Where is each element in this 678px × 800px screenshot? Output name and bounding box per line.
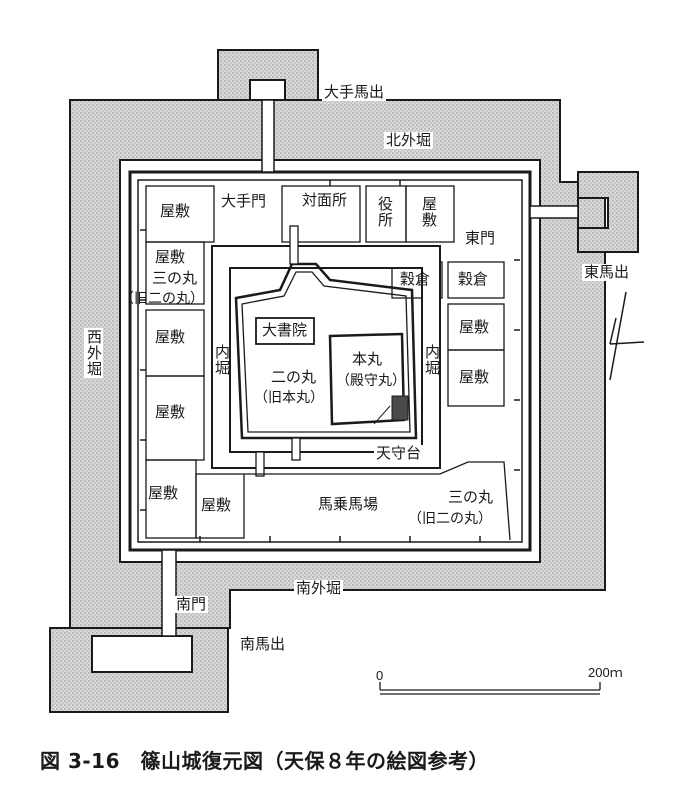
east-umadashi-label: 東馬出 [582,263,632,281]
inner-moat-west-label: 内堀 [213,344,231,376]
yashiki-e2-label: 屋敷 [459,368,490,386]
kokugura-2-label: 穀倉 [458,270,489,288]
east-umadashi [577,171,639,253]
south-moat-label: 南外堀 [294,579,344,597]
sannomaru-east-label: 三の丸 [448,488,494,506]
south-gate-label: 南門 [174,595,209,613]
yashiki-sw-label: 屋敷 [148,484,179,502]
kokugura-1-label: 穀倉 [400,270,431,288]
east-gate-label: 東門 [463,229,498,247]
ninomaru-sub-label: （旧本丸） [254,390,324,406]
south-umadashi-label: 南馬出 [238,635,288,653]
honmaru-sub-label: （殿守丸） [336,373,406,389]
taimensho-label: 対面所 [302,191,348,209]
north-umadashi [217,49,319,101]
figure-caption: 図 3-16 篠山城復元図（天保８年の絵図参考） [40,749,490,773]
bajo-baba-label: 馬乗馬場 [318,495,379,513]
yakusho-label: 役所 [376,196,394,228]
tenshudai-label: 天守台 [374,444,424,462]
yashiki-w2-label: 屋敷 [155,328,186,346]
inner-moat-east-label: 内堀 [423,344,441,376]
sannomaru-west-sub-label: （旧二の丸） [120,291,204,307]
wall-markers [140,180,520,542]
yashiki-w1-label: 屋敷 [155,248,186,266]
honmaru-label: 本丸 [352,350,383,368]
ote-gate-label: 大手門 [219,192,269,210]
south-umadashi [49,627,229,713]
oshoin-label: 大書院 [262,321,308,339]
scale-zero-label: 0 [376,668,384,683]
sannomaru-west-label: 三の丸 [152,269,198,287]
yashiki-ne-label: 屋敷 [420,196,438,228]
north-arrow-icon [609,291,645,381]
scale-bar [379,682,601,695]
ninomaru-label: 二の丸 [271,368,317,386]
yashiki-nw-label: 屋敷 [160,202,191,220]
yashiki-w3-label: 屋敷 [155,403,186,421]
sannomaru-east-sub-label: （旧二の丸） [408,511,492,527]
north-moat-label: 北外堀 [384,131,434,149]
west-moat-label: 西外堀 [84,328,103,378]
yashiki-s-label: 屋敷 [201,496,232,514]
scale-end-label: 200ｍ [588,665,623,680]
yashiki-e1-label: 屋敷 [459,318,490,336]
ote-umadashi-label: 大手馬出 [322,83,387,101]
castle-map [49,49,645,713]
